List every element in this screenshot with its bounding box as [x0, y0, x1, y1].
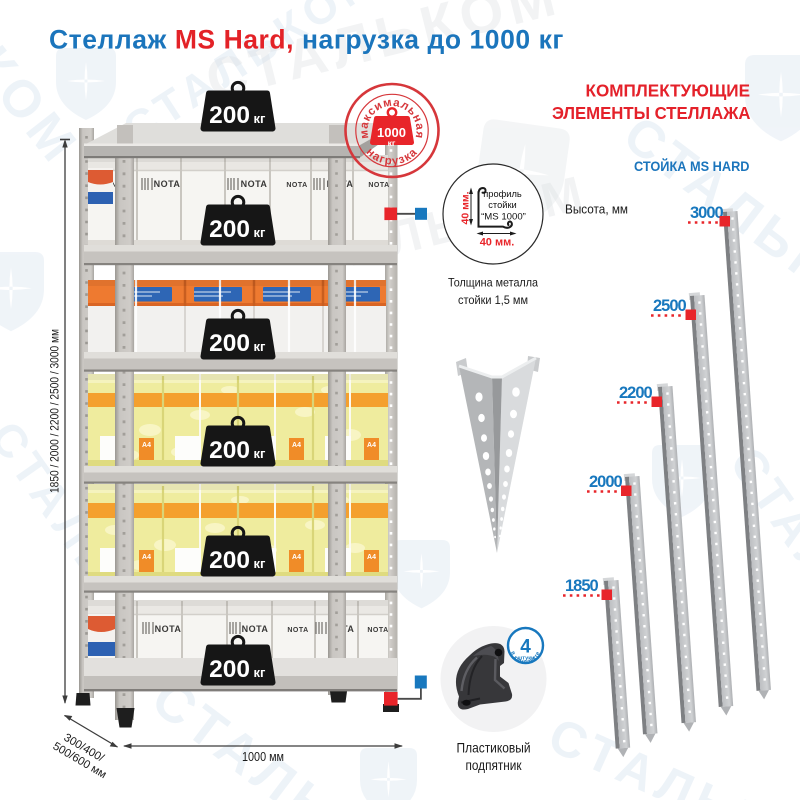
svg-text:40 мм.: 40 мм.	[460, 191, 472, 224]
svg-text:NOTA: NOTA	[241, 179, 268, 189]
svg-text:NOTA: NOTA	[368, 182, 389, 189]
svg-text:2200: 2200	[619, 384, 653, 402]
svg-text:A4: A4	[292, 554, 301, 561]
svg-text:2500: 2500	[653, 297, 687, 315]
svg-text:нагрузка: нагрузка	[364, 145, 421, 168]
svg-text:NOTA: NOTA	[287, 627, 308, 634]
svg-text:NOTA: NOTA	[367, 627, 388, 634]
svg-text:профиль: профиль	[483, 189, 522, 199]
svg-text:Стеллаж MS Hard, нагрузка до 1: Стеллаж MS Hard, нагрузка до 1000 кг	[49, 24, 564, 54]
svg-text:A4: A4	[292, 442, 301, 449]
svg-text:Пластиковый: Пластиковый	[457, 741, 531, 756]
svg-text:1850 / 2000 / 2200 / 2500 / 30: 1850 / 2000 / 2200 / 2500 / 3000 мм	[48, 329, 62, 493]
svg-text:NOTA: NOTA	[242, 624, 269, 634]
svg-text:4: 4	[520, 637, 531, 658]
svg-text:1000 мм: 1000 мм	[242, 750, 284, 764]
svg-text:штуки: штуки	[518, 656, 535, 662]
svg-text:стойки 1,5 мм: стойки 1,5 мм	[458, 293, 528, 307]
svg-text:кг: кг	[388, 138, 396, 148]
svg-text:стойки: стойки	[488, 200, 516, 210]
svg-text:1850: 1850	[565, 577, 599, 595]
svg-text:СТОЙКА MS HARD: СТОЙКА MS HARD	[634, 157, 750, 174]
svg-text:“MS 1000”: “MS 1000”	[481, 212, 526, 223]
svg-text:A4: A4	[142, 442, 151, 449]
svg-text:A4: A4	[367, 442, 376, 449]
svg-text:Высота, мм: Высота, мм	[565, 202, 628, 217]
svg-text:NOTA: NOTA	[155, 624, 182, 634]
svg-text:A4: A4	[142, 554, 151, 561]
svg-text:2000: 2000	[589, 473, 623, 491]
svg-text:3000: 3000	[690, 204, 724, 222]
svg-text:NOTA: NOTA	[286, 182, 307, 189]
svg-text:Толщина металла: Толщина металла	[448, 276, 538, 290]
svg-text:ЭЛЕМЕНТЫ СТЕЛЛАЖА: ЭЛЕМЕНТЫ СТЕЛЛАЖА	[552, 103, 751, 123]
svg-text:подпятник: подпятник	[466, 758, 523, 773]
svg-text:40 мм.: 40 мм.	[480, 237, 515, 249]
svg-text:1000: 1000	[377, 125, 406, 140]
svg-text:КОМПЛЕКТУЮЩИЕ: КОМПЛЕКТУЮЩИЕ	[586, 80, 751, 100]
svg-text:A4: A4	[367, 554, 376, 561]
svg-text:NOTA: NOTA	[154, 179, 181, 189]
